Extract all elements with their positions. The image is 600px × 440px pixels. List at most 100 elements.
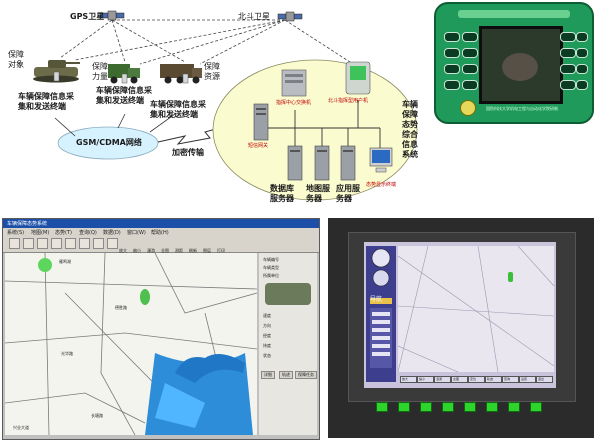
device-button[interactable] xyxy=(576,64,588,74)
device-button[interactable] xyxy=(444,80,460,90)
device-button[interactable] xyxy=(576,48,588,58)
pan-icon[interactable] xyxy=(37,238,48,249)
measure-icon[interactable] xyxy=(65,238,76,249)
map-label: 长塘路 xyxy=(91,413,103,418)
map-label: 德胜路 xyxy=(115,305,127,310)
device-button[interactable] xyxy=(560,80,576,90)
info-field: 车辆类型 xyxy=(263,265,279,270)
mode-label: 导航 xyxy=(370,296,383,303)
console-map[interactable] xyxy=(398,246,554,372)
hardware-key[interactable] xyxy=(486,402,498,412)
info-field: 所属单位 xyxy=(263,273,279,278)
map-app-window: 车辆保障态势系统 系统(S) 地图(M) 态势(T) 查询(Q) 数据(D) 窗… xyxy=(2,218,320,440)
console-button[interactable]: 查询 xyxy=(502,376,519,383)
device-button[interactable] xyxy=(462,32,478,42)
device-button[interactable] xyxy=(462,48,478,58)
map-label: 兴业大道 xyxy=(13,425,29,430)
menu-item[interactable]: 帮助(H) xyxy=(151,230,169,236)
map-label: 雁鸣湖 xyxy=(59,259,71,264)
menu-item[interactable]: 查询(Q) xyxy=(79,230,97,236)
device-header xyxy=(458,10,570,18)
console-button[interactable]: 放大 xyxy=(400,376,417,383)
console-button[interactable]: 漫游 xyxy=(434,376,451,383)
street-map xyxy=(5,253,257,435)
detail-button[interactable]: 详细 xyxy=(261,371,275,379)
device-button[interactable] xyxy=(462,80,478,90)
menu-item[interactable]: 数据(D) xyxy=(103,230,121,236)
track-button[interactable]: 轨迹 xyxy=(279,371,293,379)
beidou-user-label: 北斗指挥型用户机 xyxy=(328,98,369,104)
toolbar: 放大 缩小 漫游 全图 测距 刷新 图层 打印 xyxy=(3,236,319,253)
full-extent-icon[interactable] xyxy=(51,238,62,249)
console-button[interactable]: 设置 xyxy=(519,376,536,383)
device-button[interactable] xyxy=(576,80,588,90)
window-title: 车辆保障态势系统 xyxy=(7,221,48,227)
gis-server-icon xyxy=(314,145,330,181)
tool-label: 测距 xyxy=(175,248,183,253)
console-button[interactable]: 全图 xyxy=(451,376,468,383)
app-server-icon xyxy=(340,145,356,181)
beidou-terminal-icon xyxy=(345,61,371,95)
gateway-server-icon xyxy=(253,103,269,141)
layers-icon[interactable] xyxy=(93,238,104,249)
print-icon[interactable] xyxy=(107,238,118,249)
device-button[interactable] xyxy=(444,48,460,58)
terminal-label-3: 车辆保障信息采 集和发送终端 xyxy=(150,100,206,119)
compass-gauges xyxy=(370,248,392,368)
device-button[interactable] xyxy=(560,48,576,58)
tool-label: 打印 xyxy=(217,248,225,253)
console-button[interactable]: 定位 xyxy=(468,376,485,383)
zoom-out-icon[interactable] xyxy=(23,238,34,249)
task-button[interactable]: 保障任务 xyxy=(295,371,317,379)
gps-satellite-icon xyxy=(99,10,125,21)
console-side-panel xyxy=(366,246,396,382)
system-cloud xyxy=(212,59,418,201)
device-button[interactable] xyxy=(444,32,460,42)
gateway-label: 短信网关 xyxy=(248,143,269,149)
map-view[interactable]: 雁鸣湖 德胜路 光华路 长塘路 兴业大道 xyxy=(5,253,257,435)
info-field: 速度 xyxy=(263,313,271,318)
switch-icon xyxy=(281,69,307,97)
device-button[interactable] xyxy=(560,32,576,42)
tool-label: 缩小 xyxy=(133,248,141,253)
console-button[interactable]: 退出 xyxy=(536,376,553,383)
map-label: 光华路 xyxy=(61,351,73,356)
hardware-key[interactable] xyxy=(464,402,476,412)
hardware-key[interactable] xyxy=(420,402,432,412)
device-button[interactable] xyxy=(560,64,576,74)
device-button[interactable] xyxy=(462,64,478,74)
info-panel: 车辆编号 车辆类型 所属单位 速度 方向 经度 纬度 状态 详细 轨迹 保障任务 xyxy=(259,253,317,435)
zoom-in-icon[interactable] xyxy=(9,238,20,249)
system-title: 车辆 保障 态势 综合 信息 系统 xyxy=(402,100,418,159)
menu-item[interactable]: 地图(M) xyxy=(31,230,50,236)
console-button[interactable]: 缩小 xyxy=(417,376,434,383)
console-button[interactable]: 轨迹 xyxy=(485,376,502,383)
terminal-label-2: 车辆保障信息采 集和发送终端 xyxy=(96,86,152,105)
device-footer: 国防科技大学机电工程与自动化学院研制 xyxy=(486,106,558,111)
encrypted-label: 加密传输 xyxy=(172,148,204,157)
resource-truck-icon xyxy=(160,64,202,84)
hardware-key[interactable] xyxy=(398,402,410,412)
hardware-key[interactable] xyxy=(530,402,542,412)
gsm-cloud xyxy=(57,126,159,160)
menu-item[interactable]: 窗口(W) xyxy=(127,230,146,236)
refresh-icon[interactable] xyxy=(79,238,90,249)
protect-force-label: 保障 力量 xyxy=(92,62,108,81)
terminal-label-1: 车辆保障信息采 集和发送终端 xyxy=(18,92,74,111)
hardware-key[interactable] xyxy=(442,402,454,412)
menu-item[interactable]: 态势(T) xyxy=(55,230,72,236)
tool-label: 放大 xyxy=(119,248,127,253)
tool-label: 漫游 xyxy=(147,248,155,253)
encrypted-link xyxy=(157,119,249,145)
display-terminal-icon xyxy=(369,147,393,173)
device-button[interactable] xyxy=(576,32,588,42)
gps-label: GPS卫星 xyxy=(70,12,105,21)
hardware-key[interactable] xyxy=(376,402,388,412)
info-field: 方向 xyxy=(263,323,271,328)
hardware-key[interactable] xyxy=(508,402,520,412)
display-label: 态势显示终端 xyxy=(366,182,397,188)
menu-item[interactable]: 系统(S) xyxy=(7,230,25,236)
device-button[interactable] xyxy=(444,64,460,74)
gsm-label: GSM/CDMA网络 xyxy=(76,138,142,147)
vehicle-photo xyxy=(265,283,311,305)
